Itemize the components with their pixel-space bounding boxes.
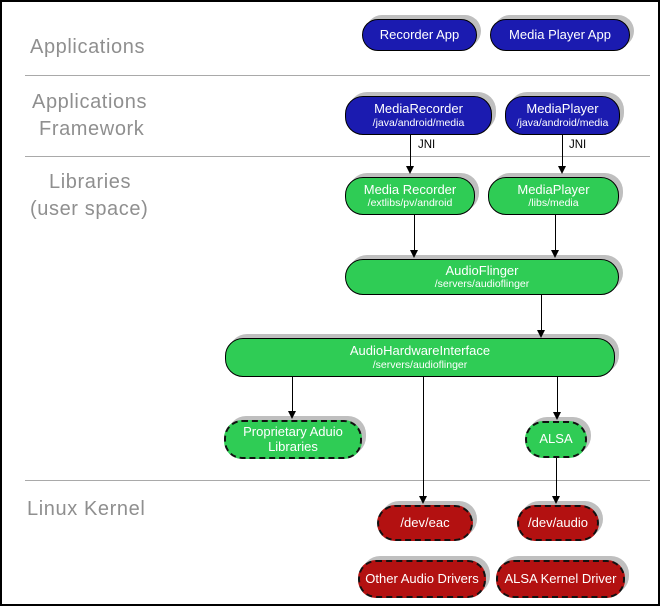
node-title: Media Player App [509, 26, 611, 42]
arrow-mediaplayer-to-library-icon [557, 135, 567, 174]
arrow-hwinterface-to-proprietary-icon [287, 377, 297, 419]
node-title: /dev/eac [400, 514, 450, 530]
node-recorder-app: Recorder App [362, 19, 477, 51]
layer-label-applications: Applications [30, 36, 146, 58]
arrow-alsa-to-dev-audio-icon [551, 458, 561, 504]
layer-label-framework-line1: Applications [32, 91, 148, 113]
node-title: Recorder App [379, 26, 460, 42]
arrow-mediaplayer-to-audioflinger-icon [550, 215, 560, 258]
layer-label-libraries-line2: (user space) [30, 198, 149, 220]
node-title: Media Recorder [363, 181, 457, 197]
node-mediarecorder-framework: MediaRecorder /java/android/media [345, 96, 492, 135]
node-alsa: ALSA [525, 421, 587, 458]
layer-label-framework-line2: Framework [39, 118, 145, 140]
separator-applications [25, 75, 650, 76]
node-audiohardwareinterface: AudioHardwareInterface /servers/audiofli… [225, 338, 615, 377]
arrow-mediarecorder-to-library-icon [405, 135, 415, 174]
separator-framework [25, 156, 650, 157]
edge-label-jni-left: JNI [418, 139, 436, 151]
node-title: MediaRecorder [374, 101, 463, 116]
node-path: /java/android/media [372, 116, 465, 129]
arrow-mediarecorder-to-audioflinger-icon [409, 215, 419, 258]
node-dev-audio: /dev/audio [517, 505, 599, 541]
node-proprietary-audio-libraries: Proprietary Aduio Libraries [224, 420, 362, 459]
node-title: ALSA [539, 431, 573, 447]
node-media-player-app: Media Player App [490, 19, 630, 51]
layer-label-linux-kernel: Linux Kernel [27, 498, 146, 520]
node-title: MediaPlayer [517, 181, 590, 197]
node-other-audio-drivers: Other Audio Drivers [358, 560, 486, 598]
node-mediaplayer-library: MediaPlayer /libs/media [488, 177, 619, 215]
node-title: Other Audio Drivers [365, 570, 479, 586]
node-title-line2: Libraries [268, 438, 318, 454]
arrow-hwinterface-to-dev-eac-icon [418, 377, 428, 504]
node-title: AudioHardwareInterface [349, 343, 491, 358]
layer-label-libraries-line1: Libraries [49, 171, 132, 193]
node-title: AudioFlinger [445, 262, 519, 278]
node-path: /extlibs/pv/android [367, 197, 453, 210]
node-title: /dev/audio [528, 514, 588, 530]
arrow-hwinterface-to-alsa-icon [552, 377, 562, 420]
node-title: ALSA Kernel Driver [504, 570, 617, 586]
node-path: /servers/audioflinger [434, 278, 530, 291]
node-path: /java/android/media [516, 116, 609, 129]
node-media-recorder-library: Media Recorder /extlibs/pv/android [345, 177, 475, 215]
node-title-line1: Proprietary Aduio [243, 423, 343, 439]
node-audioflinger: AudioFlinger /servers/audioflinger [345, 259, 619, 295]
edge-label-jni-right: JNI [569, 139, 587, 151]
node-path: /servers/audioflinger [372, 358, 468, 371]
separator-kernel [25, 480, 650, 481]
node-alsa-kernel-driver: ALSA Kernel Driver [496, 560, 625, 598]
node-title: MediaPlayer [526, 101, 599, 116]
node-mediaplayer-framework: MediaPlayer /java/android/media [505, 96, 620, 135]
arrow-audioflinger-to-hwinterface-icon [536, 295, 546, 338]
node-path: /libs/media [528, 197, 579, 210]
node-dev-eac: /dev/eac [377, 505, 473, 541]
